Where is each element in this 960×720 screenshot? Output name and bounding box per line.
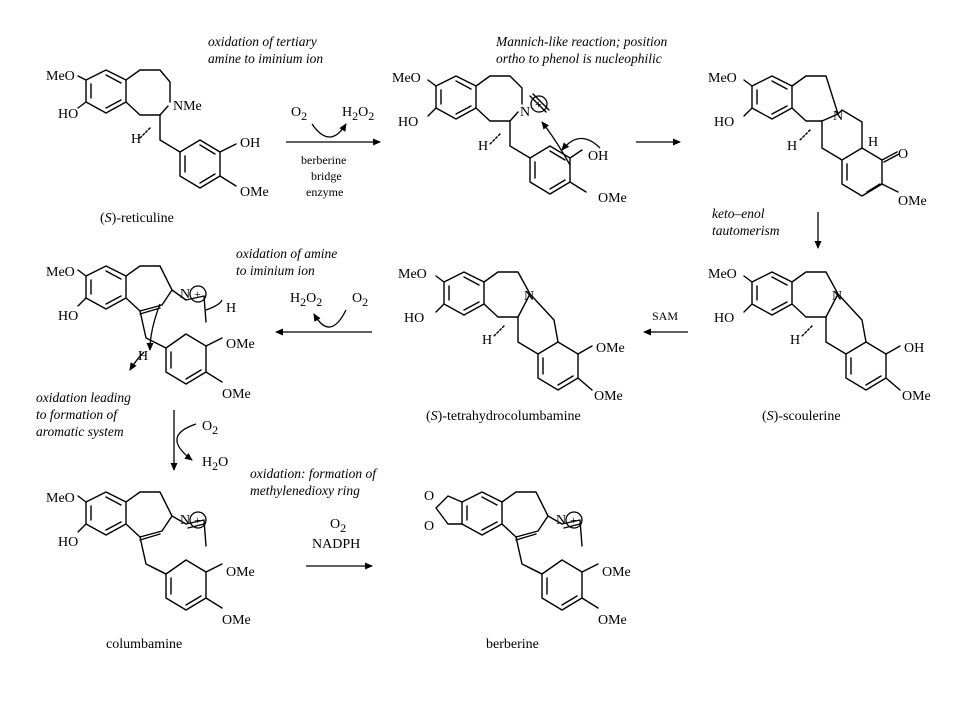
columbamine-plus: + [194, 513, 201, 527]
step7-nadph: NADPH [312, 537, 360, 552]
berberine-ome1-label: OMe [602, 565, 631, 580]
ketone-ome-label: OMe [898, 194, 927, 209]
ketone-meo-label: MeO [708, 71, 737, 86]
columbamine-ho-label: HO [58, 535, 78, 550]
ketone-h-label: H [787, 139, 797, 154]
thc-h-label: H [482, 333, 492, 348]
reticuline-oh-label: OH [240, 136, 260, 151]
reticuline-meo-label: MeO [46, 69, 75, 84]
step3-annotation: keto–enol tautomerism [712, 206, 780, 238]
columbamine-structure [77, 491, 223, 611]
iminium2-h2-label: H [138, 349, 148, 364]
step1-curved-arrow [311, 123, 347, 138]
step7-o2: O2 [330, 517, 346, 535]
columbamine-ome1-label: OMe [226, 565, 255, 580]
berberine-plus: + [570, 513, 577, 527]
berberine-o1-label: O [424, 489, 434, 504]
reticuline-ome-label: OMe [240, 185, 269, 200]
thc-n-label: N [524, 289, 534, 304]
step5-o2: O2 [352, 291, 368, 309]
iminium1-plus: + [535, 97, 542, 111]
iminium2-ome1-label: OMe [226, 337, 255, 352]
ketone-n-label: N [833, 109, 843, 124]
scoulerine-oh-label: OH [904, 341, 924, 356]
scoulerine-structure [743, 271, 901, 391]
iminium1-n-label: N [520, 105, 530, 120]
step5-curved-arrow [313, 309, 347, 328]
scoulerine-n-label: N [832, 289, 842, 304]
step5-h2o2: H2O2 [290, 291, 322, 309]
step7-annotation: oxidation: formation of methylenedioxy r… [250, 466, 379, 498]
iminium2-ho-label: HO [58, 309, 78, 324]
berberine-structure [435, 491, 599, 611]
iminium2-meo-label: MeO [46, 265, 75, 280]
step6-o2: O2 [202, 419, 218, 437]
step6-curved-arrow [176, 423, 197, 461]
reticuline-ho-label: HO [58, 107, 78, 122]
reticuline-structure [77, 69, 237, 189]
step1-h2o2: H2O2 [342, 105, 374, 123]
columbamine-name: columbamine [106, 637, 182, 652]
step6-h2o: H2O [202, 455, 228, 473]
step5-annotation: oxidation of amine to iminium ion [236, 246, 341, 278]
iminium2-ome2-label: OMe [222, 387, 251, 402]
iminium2-n-label: N [180, 287, 190, 302]
iminium1-ome-label: OMe [598, 191, 627, 206]
ketone-intermediate-structure [743, 75, 900, 197]
columbamine-n-label: N [180, 513, 190, 528]
scoulerine-meo-label: MeO [708, 267, 737, 282]
iminium2-h-label: H [226, 301, 236, 316]
thc-ho-label: HO [404, 311, 424, 326]
step1-enzyme: berberine bridge enzyme [301, 153, 349, 199]
ketone-h2-label: H [868, 135, 878, 150]
iminium-2-structure [77, 265, 223, 385]
step4-sam: SAM [652, 309, 678, 323]
scoulerine-ome-label: OMe [902, 389, 931, 404]
step2-annotation: Mannich-like reaction; position ortho to… [495, 33, 671, 66]
scoulerine-ho-label: HO [714, 311, 734, 326]
step1-o2: O2 [291, 105, 307, 123]
iminium1-h-label: H [478, 139, 488, 154]
tetrahydrocolumbamine-structure [435, 271, 593, 391]
columbamine-meo-label: MeO [46, 491, 75, 506]
berberine-name: berberine [486, 637, 539, 652]
thc-meo-label: MeO [398, 267, 427, 282]
tetrahydrocolumbamine-name: (S)-tetrahydrocolumbamine [426, 409, 581, 424]
iminium-1-structure [427, 75, 601, 195]
reticuline-name: (S)-reticuline [100, 211, 174, 226]
ketone-o-label: O [898, 147, 908, 162]
iminium1-oh-label: OH [588, 149, 608, 164]
ketone-ho-label: HO [714, 115, 734, 130]
scoulerine-name: (S)-scoulerine [762, 409, 841, 424]
berberine-o2-label: O [424, 519, 434, 534]
step1-annotation: oxidation of tertiary amine to iminium i… [208, 34, 323, 66]
reticuline-h-label: H [131, 132, 141, 147]
thc-ome2-label: OMe [594, 389, 623, 404]
scoulerine-h-label: H [790, 333, 800, 348]
iminium2-plus: + [194, 287, 201, 301]
iminium1-meo-label: MeO [392, 71, 421, 86]
thc-ome1-label: OMe [596, 341, 625, 356]
step6-annotation: oxidation leading to formation of aromat… [36, 390, 134, 439]
reticuline-nme-label: NMe [173, 99, 202, 114]
iminium1-ho-label: HO [398, 115, 418, 130]
columbamine-ome2-label: OMe [222, 613, 251, 628]
berberine-n-label: N [556, 513, 566, 528]
berberine-ome2-label: OMe [598, 613, 627, 628]
